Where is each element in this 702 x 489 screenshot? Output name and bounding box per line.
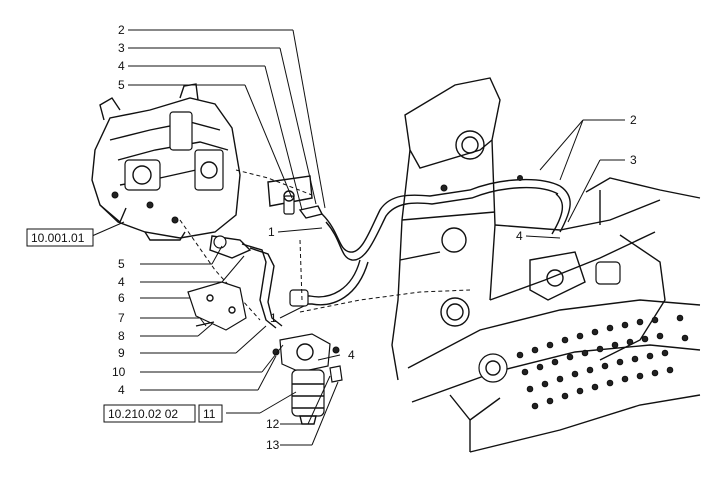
callout-4-right: 4 (516, 229, 523, 243)
callout-4-left-a: 4 (118, 275, 125, 289)
callout-4-mid: 4 (348, 348, 355, 362)
callout-12: 12 (266, 417, 280, 431)
lower-connector-assembly (209, 235, 283, 329)
fuel-filter-assembly (272, 333, 343, 425)
callout-4-left-b: 4 (118, 383, 125, 397)
callout-2-right: 2 (630, 113, 637, 127)
reference-engine-label: 10.001.01 (31, 231, 85, 245)
tank-tread-texture (516, 314, 689, 410)
callout-6: 6 (118, 291, 125, 305)
leader-lines (91, 29, 625, 446)
reference-filter-item-label: 11 (203, 407, 216, 421)
reference-filter-label: 10.210.02 02 (108, 407, 178, 421)
bracket-plate (187, 281, 247, 331)
callout-5-top: 5 (118, 78, 125, 92)
callout-1-lower: 1 (270, 311, 277, 325)
callout-7: 7 (118, 311, 125, 325)
machine-frame-illustration (391, 77, 701, 453)
callout-1-hose: 1 (268, 225, 275, 239)
callout-4-top: 4 (118, 59, 125, 73)
callout-10: 10 (112, 365, 126, 379)
callout-2-top: 2 (118, 23, 125, 37)
callout-labels: 2 3 4 5 1 1 2 3 4 5 4 6 7 8 9 10 4 4 12 … (112, 23, 637, 452)
callout-3-top: 3 (118, 41, 125, 55)
reference-box-engine[interactable]: 10.001.01 (26, 228, 94, 247)
callout-9: 9 (118, 346, 125, 360)
reference-box-filter[interactable]: 10.210.02 02 (103, 404, 196, 423)
callout-8: 8 (118, 329, 125, 343)
reference-box-filter-item[interactable]: 11 (198, 404, 223, 423)
fuel-hose-main (289, 175, 571, 307)
callout-5-left: 5 (118, 257, 125, 271)
callout-3-right: 3 (630, 153, 637, 167)
callout-13: 13 (266, 438, 280, 452)
engine-block-illustration (91, 83, 241, 241)
